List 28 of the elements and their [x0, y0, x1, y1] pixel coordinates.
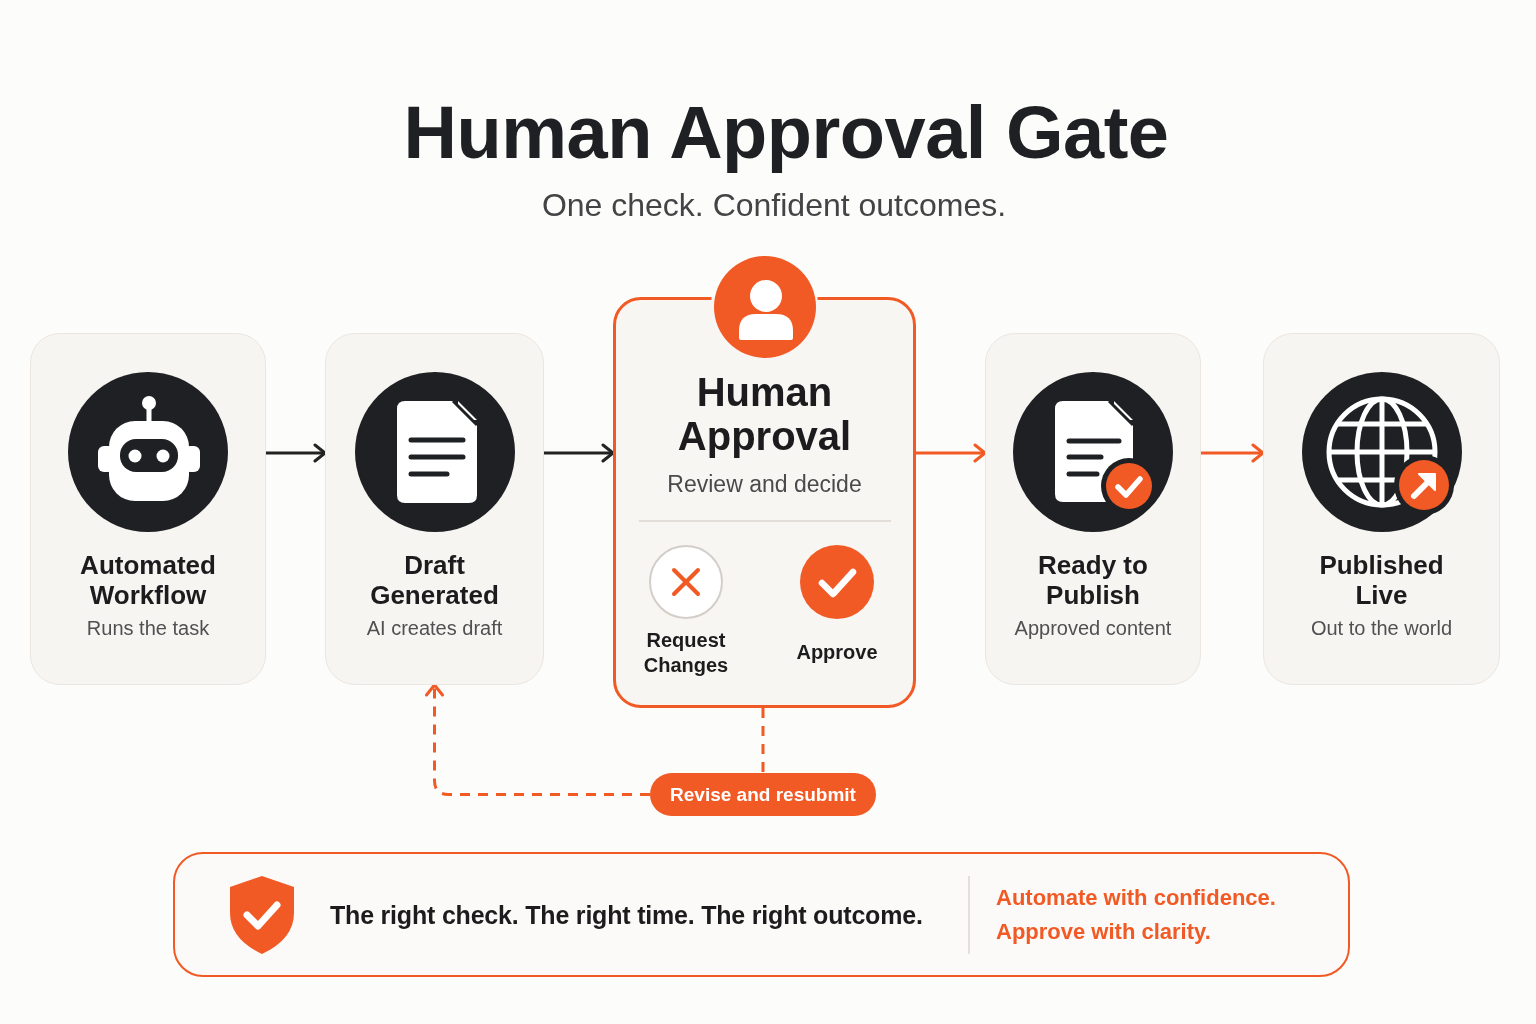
arrow: [914, 443, 987, 463]
step-card: [325, 333, 544, 685]
option-label: Approve: [796, 640, 878, 665]
dashed-arrow: [425, 683, 650, 796]
step-description: AI creates draft: [366, 616, 503, 640]
step-title: Draft Generated: [369, 550, 500, 610]
step-card: [1263, 333, 1500, 685]
step-title: Automated Workflow: [79, 550, 217, 610]
step-description: Runs the task: [86, 616, 210, 640]
arrow: [1199, 443, 1265, 463]
subtitle: One check. Confident outcomes.: [540, 186, 1008, 224]
arrow: [264, 443, 327, 463]
step-description: Review and decide: [667, 470, 862, 498]
option-label: Request Changes: [642, 627, 730, 678]
step-description: Approved content: [1014, 616, 1172, 640]
arrow: [542, 443, 615, 463]
step-title: Ready to Publish: [1037, 550, 1149, 610]
banner-statement: The right check. The right time. The right outcome.: [330, 899, 924, 930]
step-title: Human Approval: [676, 370, 853, 458]
dashed-line: [761, 708, 765, 773]
summary-banner: [173, 852, 1350, 977]
step-title: Published Live: [1318, 550, 1445, 610]
loop-label: Revise and resubmit: [650, 773, 876, 816]
step-card: [985, 333, 1201, 685]
step-description: Out to the world: [1310, 616, 1453, 640]
diagram-title: Human Approval Gate: [402, 94, 1170, 172]
step-card: [30, 333, 266, 685]
banner-tagline: Automate with confidence. Approve with clarity.: [996, 883, 1277, 946]
